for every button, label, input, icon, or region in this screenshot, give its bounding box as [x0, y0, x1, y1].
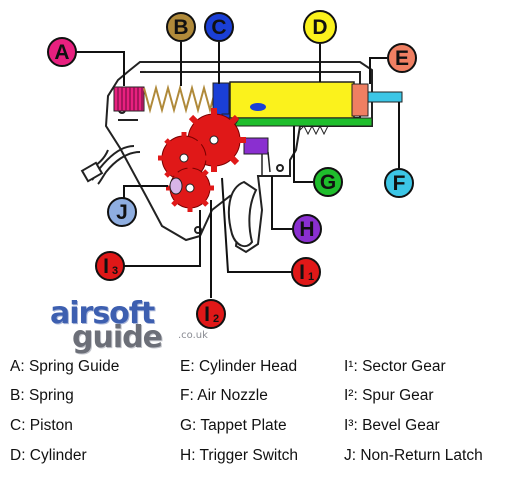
legend-item: G: Tappet Plate: [180, 417, 287, 434]
callout-H: H: [292, 214, 322, 244]
svg-text:I: I: [103, 255, 109, 278]
legend-item: D: Cylinder: [10, 447, 87, 464]
cylinder-head-shape: [351, 83, 369, 117]
non-return-latch-shape: [169, 177, 183, 195]
callout-I2: I 2: [196, 299, 226, 329]
legend-item: A: Spring Guide: [10, 358, 120, 375]
callout-I3: I 3: [95, 251, 125, 281]
airsoftguide-logo: airsoft guide .co.uk: [46, 296, 208, 355]
legend-item: F: Air Nozzle: [180, 387, 268, 404]
svg-text:H: H: [299, 218, 314, 241]
legend-item: I²: Spur Gear: [344, 387, 434, 404]
legend-item: H: Trigger Switch: [180, 447, 299, 464]
cylinder-shape: [229, 81, 355, 119]
cylinder-port: [250, 103, 266, 111]
logo-line-airsoft: airsoft: [50, 296, 155, 331]
svg-text:B: B: [173, 16, 188, 39]
callout-B: B: [166, 12, 196, 42]
motor-wires: [80, 145, 141, 185]
legend-item: J: Non-Return Latch: [344, 447, 483, 464]
callout-E: E: [387, 43, 417, 73]
svg-text:E: E: [395, 47, 409, 70]
callout-I1: I 1: [291, 257, 321, 287]
legend-item: I¹: Sector Gear: [344, 358, 446, 375]
svg-text:I: I: [204, 303, 210, 326]
parts-legend: A: Spring Guide B: Spring C: Piston D: C…: [0, 354, 509, 474]
logo-tld: .co.uk: [178, 330, 208, 341]
svg-text:1: 1: [308, 271, 314, 283]
svg-text:C: C: [211, 16, 226, 39]
legend-item: I³: Bevel Gear: [344, 417, 440, 434]
callout-D: D: [303, 10, 337, 44]
gearbox-diagram: A B C D E F G H J I 3 I 1 I: [47, 10, 417, 329]
spring-guide-coils: [117, 87, 143, 111]
svg-text:G: G: [320, 171, 336, 194]
legend-item: C: Piston: [10, 417, 73, 434]
callout-G: G: [313, 167, 343, 197]
logo-line-guide: guide: [72, 320, 163, 355]
svg-text:I: I: [299, 261, 305, 284]
spring-guide-shape: [113, 86, 145, 112]
trigger-shape: [227, 180, 258, 248]
callout-F: F: [384, 168, 414, 198]
legend-item: E: Cylinder Head: [180, 358, 298, 375]
svg-text:A: A: [54, 41, 69, 64]
legend-item: B: Spring: [10, 387, 74, 404]
svg-text:D: D: [312, 16, 327, 39]
trigger-contacts: [261, 151, 271, 176]
callout-J: J: [107, 197, 137, 227]
svg-text:3: 3: [112, 265, 118, 277]
tappet-spring: [299, 124, 329, 136]
svg-text:F: F: [393, 172, 406, 195]
trigger-switch-shape: [243, 137, 269, 155]
callout-C: C: [204, 12, 234, 42]
sector-gear-shape: [182, 108, 246, 172]
leader-lines: [75, 42, 400, 298]
spring-shape: [143, 84, 217, 114]
air-nozzle-shape: [367, 91, 403, 103]
bevel-gear-shape: [166, 164, 214, 212]
svg-text:2: 2: [213, 313, 219, 325]
callout-A: A: [47, 37, 77, 67]
svg-text:J: J: [116, 201, 128, 224]
